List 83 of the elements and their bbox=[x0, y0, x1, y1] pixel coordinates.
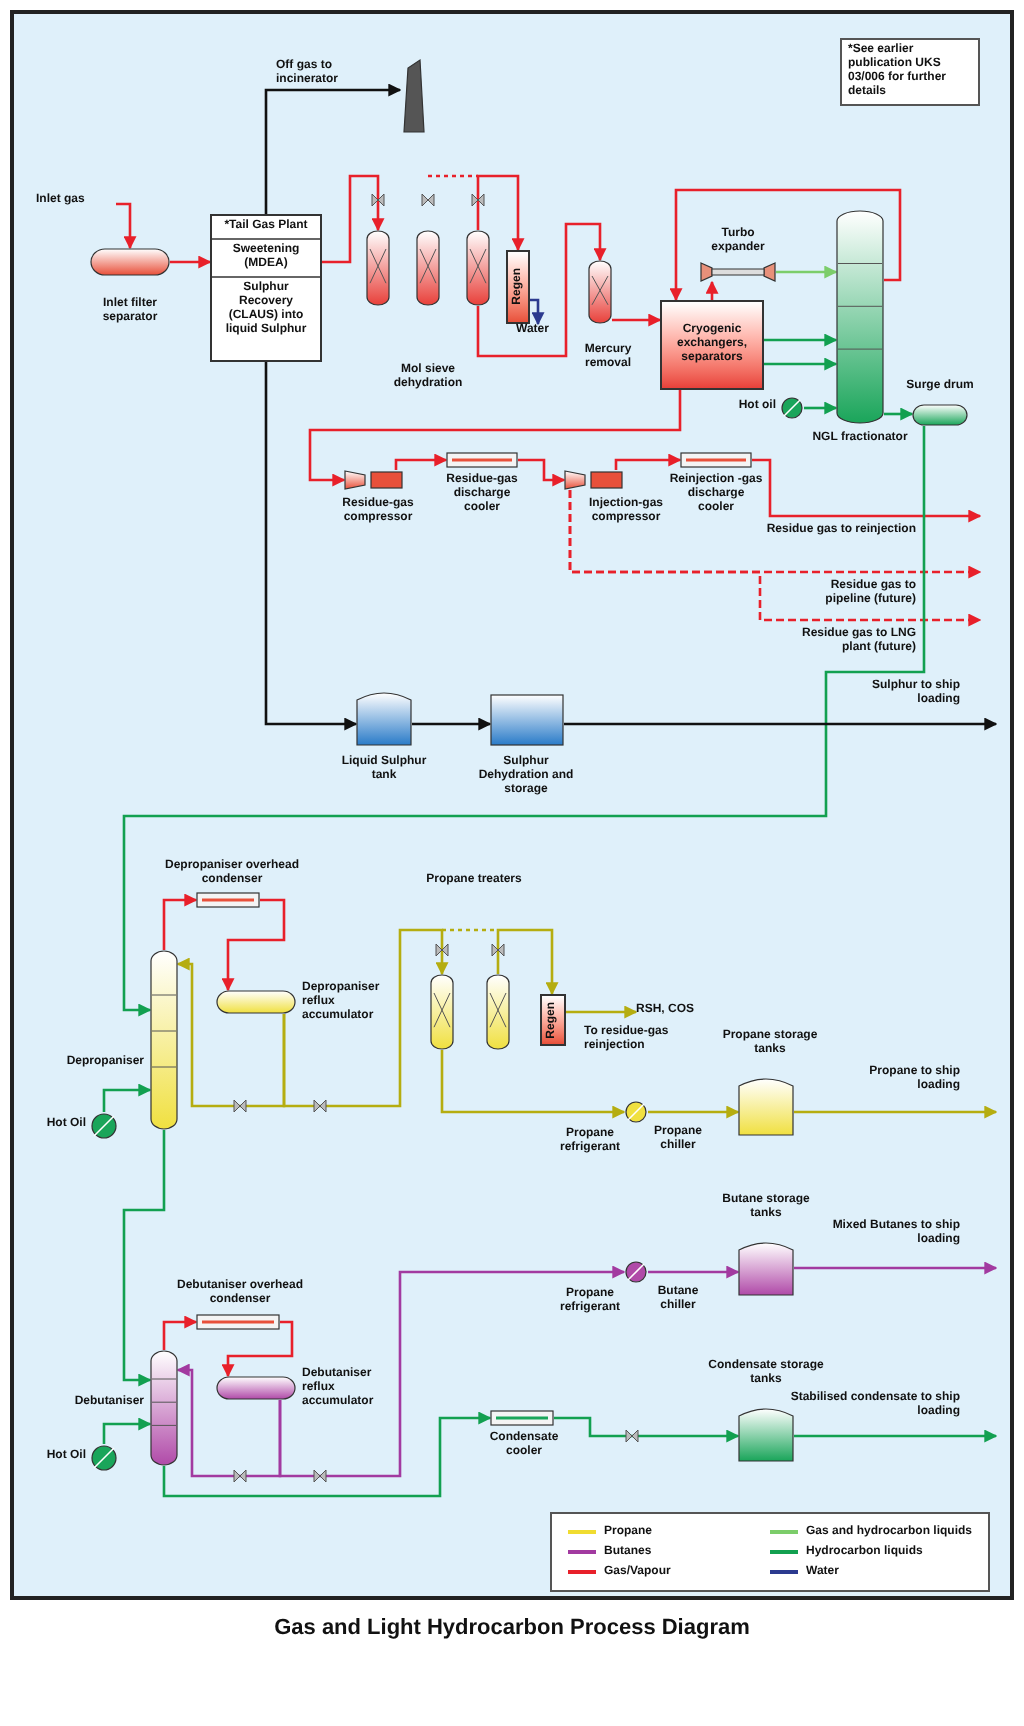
pipe-arrow bbox=[122, 1130, 166, 1387]
vessel bbox=[486, 974, 510, 1050]
incinerator-stack bbox=[400, 60, 428, 132]
regen-box bbox=[506, 250, 530, 324]
pipe-arrow bbox=[102, 1417, 152, 1444]
pipe-arrow bbox=[176, 1363, 282, 1478]
column-tower bbox=[836, 210, 884, 424]
pipe-arrow bbox=[804, 401, 838, 415]
pipe-arrow bbox=[705, 280, 719, 300]
pipe-arrow bbox=[282, 928, 449, 1108]
process-box bbox=[660, 300, 764, 390]
pipe-arrow bbox=[648, 1265, 740, 1279]
pipe-arrow bbox=[162, 893, 198, 950]
pipe-arrow bbox=[170, 255, 212, 269]
storage-tank bbox=[738, 1406, 794, 1462]
pipe-arrow bbox=[264, 83, 402, 214]
heater-symbol bbox=[780, 396, 804, 420]
pipe-arrow bbox=[794, 1261, 998, 1275]
vessel bbox=[416, 230, 440, 306]
pipe-arrow bbox=[764, 357, 838, 371]
pipe-arrow bbox=[176, 957, 286, 1108]
vessel bbox=[366, 230, 390, 306]
heater-symbol bbox=[624, 1100, 648, 1124]
pipe-arrow bbox=[794, 1105, 998, 1119]
pipe-arrow bbox=[496, 928, 559, 996]
pipe-arrow bbox=[764, 333, 838, 347]
pipe-arrow bbox=[221, 1320, 294, 1378]
pipe-arrow bbox=[116, 202, 137, 250]
pipe-arrow bbox=[648, 1105, 740, 1119]
vessel bbox=[430, 974, 454, 1050]
pipe-arrow bbox=[308, 390, 682, 487]
pipe-arrow bbox=[264, 362, 358, 731]
pipe-arrow bbox=[278, 1265, 626, 1478]
heat-exchanger bbox=[196, 1314, 280, 1330]
regen-box bbox=[540, 994, 566, 1046]
heat-exchanger bbox=[196, 892, 260, 908]
pipe-arrow bbox=[669, 188, 902, 302]
pipe-arrow bbox=[884, 407, 914, 421]
drum-vessel bbox=[90, 248, 170, 276]
pipe-arrow bbox=[518, 458, 566, 487]
storage-tank bbox=[738, 1240, 794, 1296]
pipe-arrow bbox=[554, 1416, 740, 1443]
pipe-arrow bbox=[162, 1315, 198, 1350]
heater-symbol bbox=[624, 1260, 648, 1284]
heater-symbol bbox=[90, 1444, 118, 1472]
pipe-arrow bbox=[614, 453, 682, 470]
pipe-arrow bbox=[162, 1411, 492, 1498]
process-box bbox=[210, 214, 322, 362]
pipe-arrow bbox=[776, 265, 838, 279]
storage-tank bbox=[738, 1076, 794, 1136]
pipe-arrow bbox=[476, 222, 607, 358]
pipe-arrow bbox=[794, 1429, 998, 1443]
diagram-title: Gas and Light Hydrocarbon Process Diagram bbox=[272, 1614, 752, 1644]
vessel bbox=[466, 230, 490, 306]
storage-vessel bbox=[490, 694, 564, 746]
column-tower bbox=[150, 1350, 178, 1466]
column-tower bbox=[150, 950, 178, 1130]
pipe-arrow bbox=[122, 426, 926, 1017]
pipe-arrow bbox=[568, 490, 982, 627]
heat-exchanger bbox=[490, 1410, 554, 1426]
pipe-arrow bbox=[564, 717, 998, 731]
pipe-arrow bbox=[394, 453, 448, 470]
compressor-symbol bbox=[344, 470, 404, 490]
vessel bbox=[588, 260, 612, 324]
pipe-arrow bbox=[752, 458, 982, 523]
pipe-arrow bbox=[476, 174, 525, 252]
pipe-arrow bbox=[440, 1050, 626, 1119]
heater-symbol bbox=[90, 1112, 118, 1140]
pipe-arrow bbox=[530, 298, 545, 326]
compressor-symbol bbox=[564, 470, 624, 490]
pipe-arrow bbox=[221, 898, 286, 992]
drum-vessel bbox=[912, 404, 968, 426]
pipe-arrow bbox=[102, 1083, 152, 1112]
pipe-arrow bbox=[412, 717, 492, 731]
heat-exchanger bbox=[446, 452, 518, 468]
drum-vessel bbox=[216, 1376, 296, 1400]
heat-exchanger bbox=[680, 452, 752, 468]
drum-vessel bbox=[216, 990, 296, 1014]
storage-tank bbox=[356, 690, 412, 746]
turbo-expander bbox=[700, 262, 776, 282]
pipe-arrow bbox=[322, 174, 385, 264]
pipe-arrow bbox=[566, 1005, 638, 1019]
pipe-arrow bbox=[612, 313, 662, 327]
